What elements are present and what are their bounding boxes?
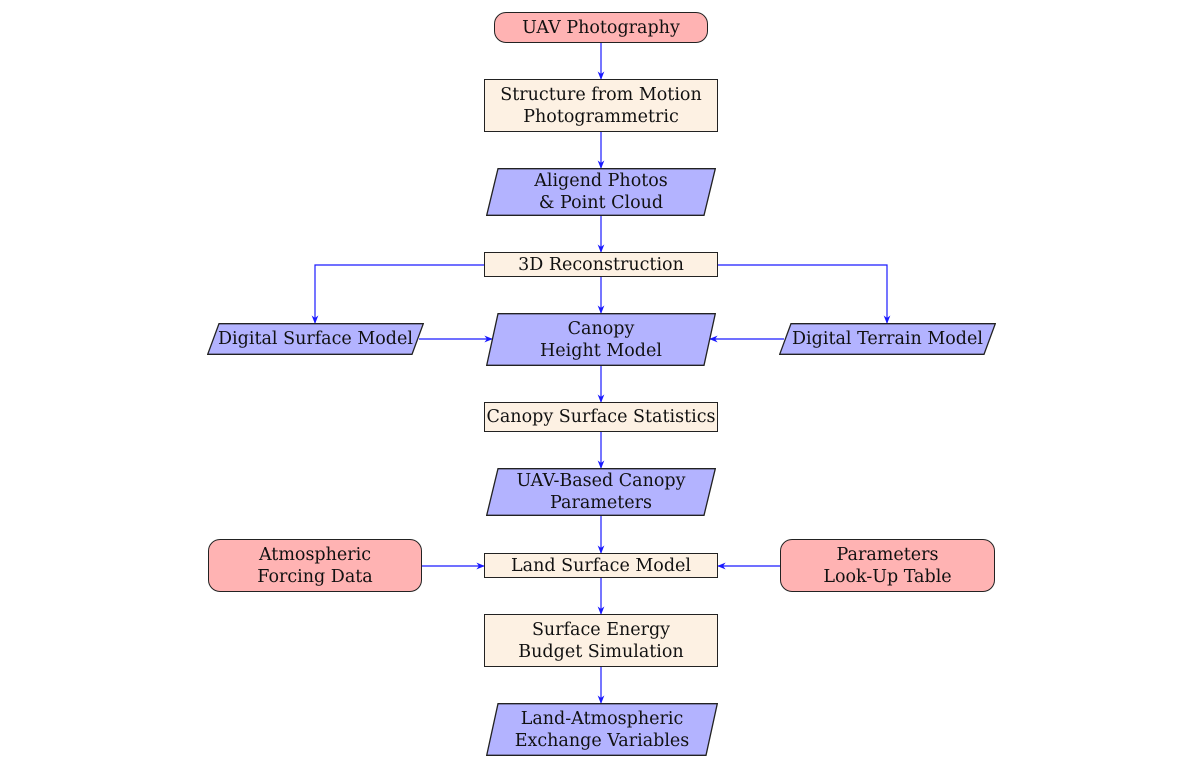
arrow-recon-to-dsm: [311, 264, 484, 324]
node-label-line: Land-Atmospheric: [520, 708, 684, 729]
node-label-line: Surface Energy: [531, 619, 671, 640]
node-label-line: Height Model: [540, 340, 662, 361]
node-label-line: Parameters: [550, 493, 652, 513]
arrow-recon-to-dtm: [718, 264, 891, 324]
node-canopy-stats: Canopy Surface Statistics: [484, 402, 718, 432]
node-label-line: Exchange Variables: [514, 730, 690, 751]
node-label-line: Look-Up Table: [823, 566, 952, 587]
node-label-line: UAV Photography: [522, 17, 680, 38]
node-label-line: Land Surface Model: [511, 555, 691, 576]
node-aligned-photos: Aligend Photos& Point Cloud: [486, 168, 716, 216]
node-reconstruction: 3D Reconstruction: [484, 252, 718, 277]
node-label-line: Budget Simulation: [518, 641, 684, 662]
node-label-line: Photogrammetric: [523, 106, 679, 127]
node-uav-photography: UAV Photography: [494, 12, 708, 43]
node-label-line: 3D Reconstruction: [518, 254, 684, 275]
node-dsm: Digital Surface Model: [207, 323, 424, 355]
node-label-line: Digital Terrain Model: [792, 329, 983, 349]
node-label-line: UAV-Based Canopy: [516, 471, 686, 491]
node-label-line: & Point Cloud: [538, 193, 664, 213]
node-label-line: Forcing Data: [257, 566, 373, 587]
node-label-line: Atmospheric: [258, 544, 372, 565]
node-land-surface-model: Land Surface Model: [484, 553, 718, 578]
node-label-line: Canopy Surface Statistics: [486, 407, 716, 427]
node-label-line: Structure from Motion: [500, 84, 702, 105]
node-label-line: Aligend Photos: [534, 171, 668, 191]
node-label-line: Digital Surface Model: [218, 329, 413, 349]
node-label-line: Canopy: [567, 318, 635, 339]
node-label-line: Parameters: [836, 544, 939, 565]
node-dtm: Digital Terrain Model: [779, 323, 996, 355]
